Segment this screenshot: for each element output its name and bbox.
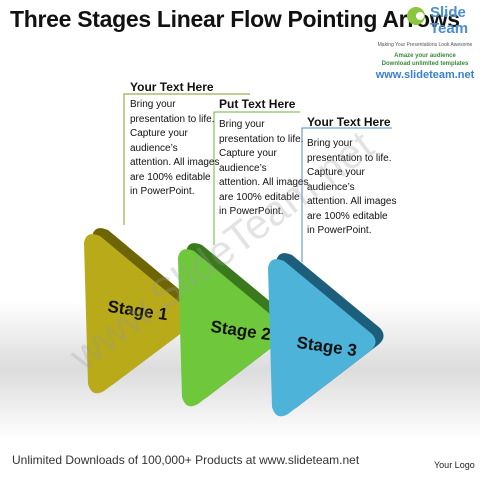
footer-text: Unlimited Downloads of 100,000+ Products… xyxy=(12,453,360,467)
logo-brand-2: Team xyxy=(430,20,469,37)
your-logo-placeholder: Your Logo xyxy=(434,460,475,470)
logo-url: www.slideteam.net xyxy=(375,69,475,81)
slideteam-logo-icon xyxy=(407,7,425,25)
logo-tagline: Making Your Presentations Look Awesome xyxy=(377,42,473,48)
stage-2-body: Bring your presentation to life. Capture… xyxy=(219,119,309,217)
stage-3-arrow: Stage 3 xyxy=(268,253,384,417)
stage-3-heading: Your Text Here xyxy=(307,115,391,129)
page-title: Three Stages Linear Flow Pointing Arrows xyxy=(10,6,460,32)
logo-line-2: Download unlimited templates xyxy=(381,61,469,67)
stage-2-heading: Put Text Here xyxy=(219,97,296,111)
logo-brand-1: Slide xyxy=(430,4,466,21)
stage-1-arrow: Stage 1 xyxy=(84,228,202,394)
stage-1-body: Bring your presentation to life. Capture… xyxy=(130,99,220,197)
stage-2-arrow: Stage 2 xyxy=(178,243,294,407)
logo-line-1: Amaze your audience xyxy=(394,53,456,59)
stage-3-body: Bring your presentation to life. Capture… xyxy=(307,138,397,236)
stage-1-heading: Your Text Here xyxy=(130,80,214,94)
